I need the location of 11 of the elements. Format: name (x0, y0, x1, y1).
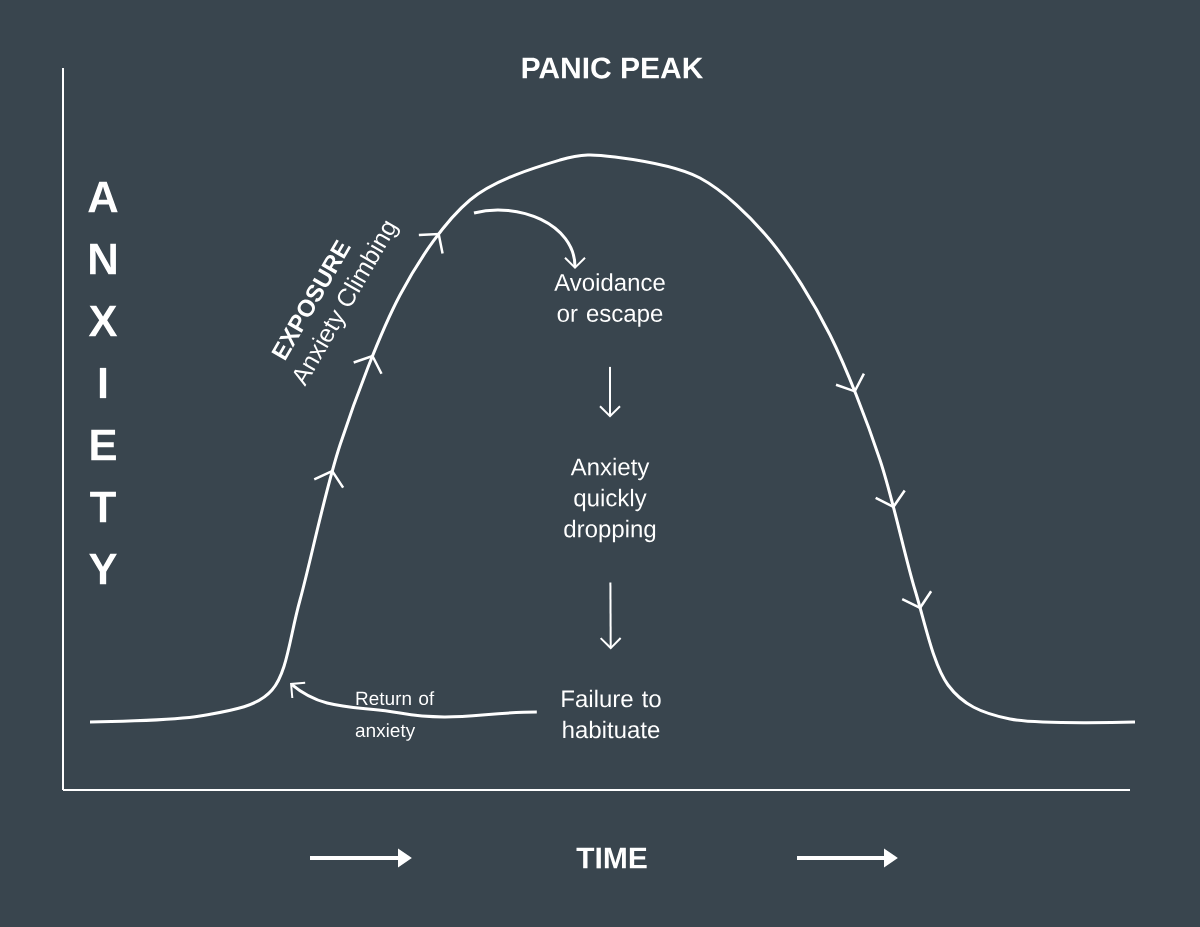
arrow (599, 581, 622, 650)
step-text: Avoidance or escape (554, 273, 665, 327)
step-text: Failure to habituate (562, 689, 661, 739)
arrow (290, 681, 537, 719)
axis-label: ANXIETY (88, 181, 118, 585)
arrow (473, 208, 586, 270)
edge-label: Return of anxiety (355, 691, 435, 741)
title: PANIC PEAK (522, 57, 704, 79)
axis-label: TIME (576, 847, 647, 869)
arrow (599, 365, 621, 418)
step-text: Anxiety quickly dropping (564, 457, 656, 543)
